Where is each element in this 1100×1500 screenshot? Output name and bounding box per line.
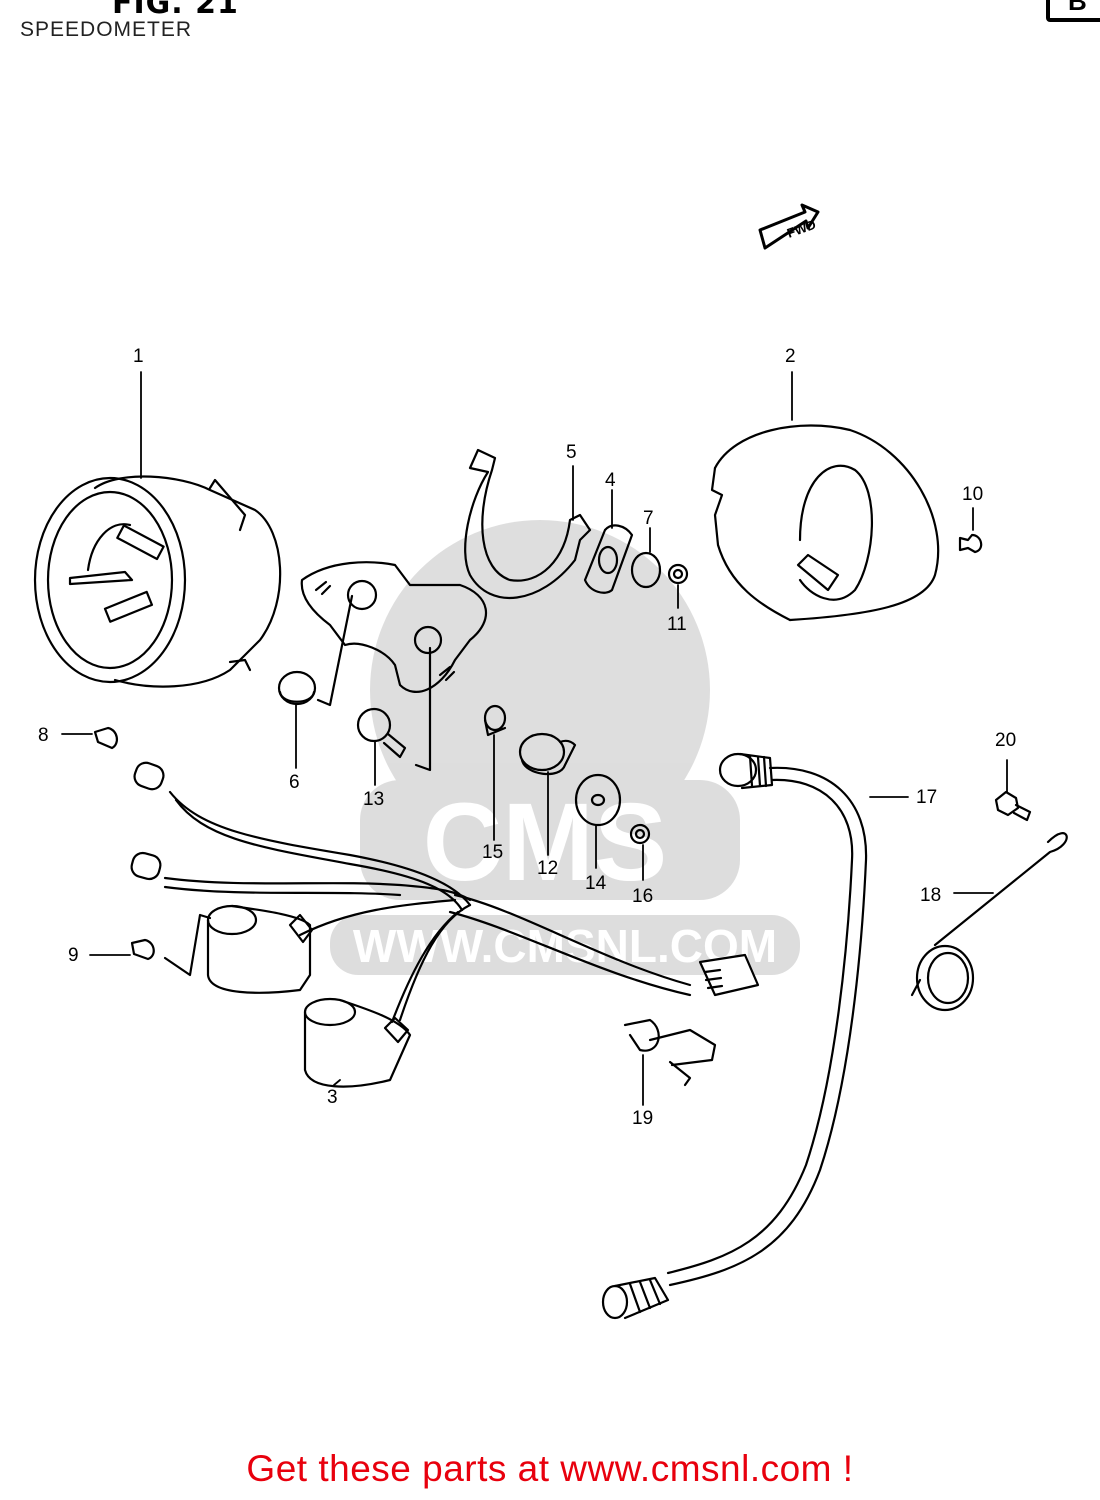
nut-part-16	[629, 823, 651, 845]
callout-5: 5	[566, 442, 577, 463]
screw-part-10	[958, 533, 983, 554]
washer-part-14	[574, 773, 622, 827]
corner-tab	[1046, 0, 1100, 22]
callout-6: 6	[289, 772, 300, 793]
callout-9: 9	[68, 945, 79, 966]
speedometer-cable-part-17	[601, 752, 868, 1320]
bolt-part-20	[994, 790, 1032, 822]
callout-3: 3	[327, 1087, 338, 1108]
cap-part-6	[277, 670, 317, 706]
meter-bracket-part-5	[300, 448, 592, 772]
grommet-part-12	[518, 732, 577, 776]
clamp-part-19	[623, 1018, 717, 1087]
bulb-part-8	[93, 726, 118, 750]
watermark: CMS WWW.CMSNL.COM	[330, 520, 800, 975]
speedometer-part-1	[33, 475, 282, 688]
callout-1: 1	[133, 346, 144, 367]
get-parts-link[interactable]: Get these parts at www.cmsnl.com !	[246, 1448, 854, 1489]
callout-2: 2	[785, 346, 796, 367]
watermark-brand: CMS	[423, 781, 667, 904]
page-title: SPEEDOMETER	[20, 18, 193, 41]
callout-17: 17	[916, 787, 937, 808]
bulb-part-9	[130, 938, 155, 961]
callout-10: 10	[962, 484, 983, 505]
fwd-arrow-icon	[758, 203, 820, 250]
callout-4: 4	[605, 470, 616, 491]
callout-18: 18	[920, 885, 941, 906]
leader-lines	[61, 371, 1008, 1106]
callout-15: 15	[482, 842, 503, 863]
figure-label: FIG. 21	[112, 0, 239, 21]
grommet-part-4	[583, 524, 634, 594]
nut-part-11	[667, 563, 689, 585]
washer-part-7	[630, 551, 662, 589]
callout-7: 7	[643, 508, 654, 529]
meter-case-part-2	[710, 424, 940, 622]
callout-8: 8	[38, 725, 49, 746]
callouts: 1 2 3 4 5 6 7 8 9 10 11 12 13 14 15 16 1…	[38, 217, 1016, 1129]
bulb-part-13	[356, 707, 407, 759]
callout-14: 14	[585, 873, 607, 894]
callout-12: 12	[537, 858, 558, 879]
spring-part-18	[910, 832, 1068, 1012]
corner-letter: B	[1068, 0, 1087, 16]
callout-20: 20	[995, 730, 1016, 751]
callout-13: 13	[363, 789, 384, 810]
callout-11: 11	[667, 614, 687, 635]
callout-19: 19	[632, 1108, 653, 1129]
callout-16: 16	[632, 886, 653, 907]
wiring-harness-part-3	[130, 761, 760, 1088]
bulb-part-15	[483, 704, 507, 737]
